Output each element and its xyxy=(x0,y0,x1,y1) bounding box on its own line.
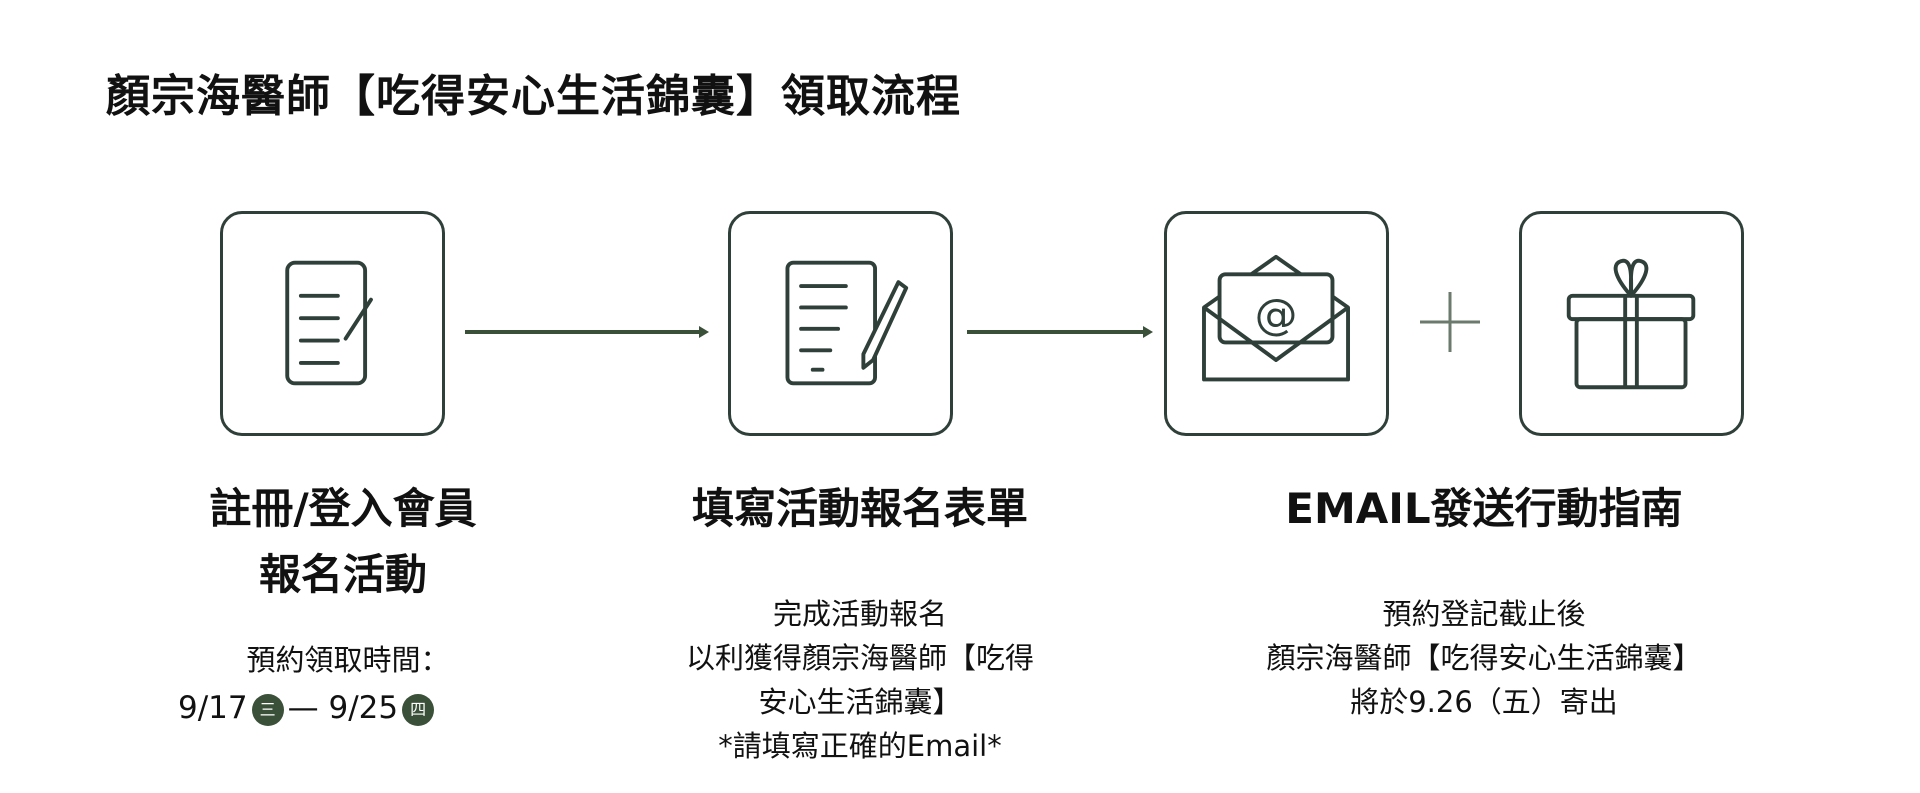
step-text: 安心生活錦囊】 xyxy=(758,685,962,719)
form-icon-box xyxy=(728,211,953,436)
svg-text:@: @ xyxy=(1255,290,1298,340)
step-heading: 註冊/登入會員 xyxy=(209,484,477,533)
step-text: 預約登記截止後 xyxy=(1382,597,1586,631)
gift-icon xyxy=(1566,258,1696,390)
step-heading: 填寫活動報名表單 xyxy=(691,484,1028,533)
form-pen-icon xyxy=(785,260,909,386)
day-badge: 四 xyxy=(402,693,435,726)
plus-icon xyxy=(1420,292,1480,352)
date-separator: — xyxy=(287,690,319,726)
step-text: *請填寫正確的Email* xyxy=(718,729,1002,763)
pickup-time-label: 預約領取時間： xyxy=(246,643,450,677)
arrow-right-icon xyxy=(465,326,709,338)
step-text: 以利獲得顏宗海醫師【吃得 xyxy=(685,641,1034,675)
date-start: 9/17 xyxy=(178,690,248,726)
step-form: 填寫活動報名表單 完成活動報名 以利獲得顏宗海醫師【吃得 安心生活錦囊】 *請填… xyxy=(630,476,1090,768)
date-end: 9/25 xyxy=(328,690,399,726)
step-email: EMAIL發送行動指南 預約登記截止後 顏宗海醫師【吃得安心生活錦囊】 將於9.… xyxy=(1254,476,1714,724)
gift-icon-box xyxy=(1519,211,1744,436)
step-text: 將於9.26（五）寄出 xyxy=(1350,685,1618,719)
step-heading: 報名活動 xyxy=(258,550,427,599)
step-text: 完成活動報名 xyxy=(772,597,947,631)
page-title: 顏宗海醫師【吃得安心生活錦囊】領取流程 xyxy=(106,71,961,122)
step-heading: EMAIL發送行動指南 xyxy=(1285,484,1683,533)
day-badge: 三 xyxy=(251,693,284,726)
step-text: 顏宗海醫師【吃得安心生活錦囊】 xyxy=(1266,641,1702,675)
document-icon xyxy=(285,260,373,386)
register-icon-box xyxy=(220,211,445,436)
arrow-right-icon xyxy=(967,326,1153,338)
email-icon: @ xyxy=(1202,254,1350,382)
email-icon-box: @ xyxy=(1164,211,1389,436)
